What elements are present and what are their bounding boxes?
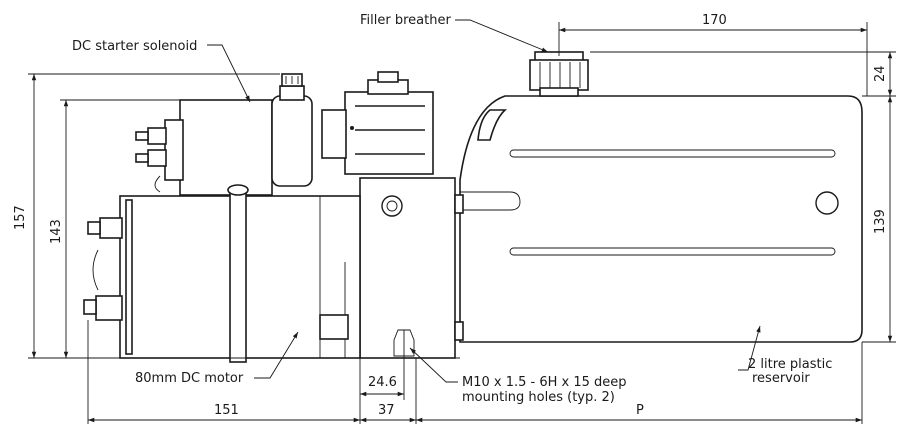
mounting-holes-label-line2: mounting holes (typ. 2): [462, 390, 615, 405]
dim-p: P: [636, 403, 644, 418]
dim-37: 37: [378, 403, 395, 418]
dim-157: 157: [13, 205, 28, 230]
dc-motor-label: 80mm DC motor: [135, 371, 244, 386]
dc-starter-solenoid-label: DC starter solenoid: [72, 39, 197, 54]
valve-block: [359, 177, 464, 359]
leader-lines: [207, 19, 761, 383]
filler-breather-label: Filler breather: [360, 13, 451, 28]
filler-breather-cap: [529, 51, 589, 97]
dc-motor: [83, 184, 361, 363]
dimension-lines: [28, 22, 896, 424]
reservoir-tank: [459, 95, 863, 343]
dim-139: 139: [873, 209, 888, 234]
dim-151: 151: [214, 403, 239, 418]
dc-starter-solenoid: [135, 73, 313, 196]
dim-170: 170: [702, 13, 727, 28]
mounting-holes-label-line1: M10 x 1.5 - 6H x 15 deep: [462, 375, 627, 390]
dim-143: 143: [49, 219, 64, 244]
dim-24-6: 24.6: [368, 375, 397, 390]
solenoid-valve: [321, 71, 434, 175]
reservoir-label-line1: 2 litre plastic: [748, 357, 832, 372]
dim-24: 24: [873, 65, 888, 82]
reservoir-label-line2: reservoir: [752, 371, 810, 386]
